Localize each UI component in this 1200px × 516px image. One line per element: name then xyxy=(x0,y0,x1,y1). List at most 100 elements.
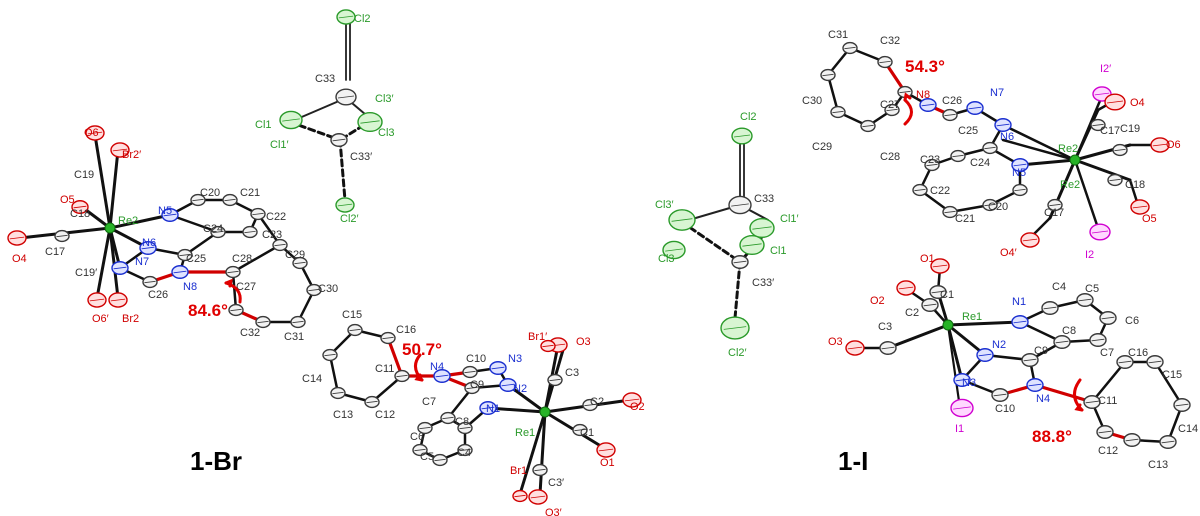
atom-label: C4 xyxy=(1052,281,1066,293)
carbon-atom xyxy=(417,421,433,435)
nitrogen-atom xyxy=(1011,315,1029,329)
oxygen-atom xyxy=(622,392,642,408)
nitrogen-atom xyxy=(161,208,179,222)
atom-label: C33 xyxy=(315,73,335,85)
torsion-angle-label: 84.6° xyxy=(188,301,228,320)
oxygen-atom xyxy=(528,489,548,505)
atom-label: I1 xyxy=(955,423,964,435)
atom-label: O4′ xyxy=(1000,247,1017,259)
carbon-atom xyxy=(582,398,598,412)
atom-label: C14 xyxy=(302,373,322,385)
atom-label: Cl2 xyxy=(354,13,371,25)
carbon-atom xyxy=(292,256,308,270)
carbon-atom xyxy=(912,183,928,197)
atom-label: Cl1′ xyxy=(780,213,799,225)
carbon-atom xyxy=(1096,425,1114,439)
atom-label: C15 xyxy=(1162,369,1182,381)
bromine-atom xyxy=(108,292,128,308)
nitrogen-atom xyxy=(976,348,994,362)
rhenium-atom xyxy=(539,406,551,418)
atom-label: C31 xyxy=(828,29,848,41)
carbon-atom xyxy=(228,303,244,317)
atom-label: O5 xyxy=(1142,213,1157,225)
atom-label: C23 xyxy=(262,229,282,241)
carbon-atom xyxy=(860,119,876,133)
atom-label: C13 xyxy=(333,409,353,421)
carbon-atom xyxy=(728,195,752,215)
carbon-atom xyxy=(1123,433,1141,447)
atom-label: C16 xyxy=(396,324,416,336)
carbon-atom xyxy=(1021,353,1039,367)
atom-label: Br2 xyxy=(122,313,139,325)
oxygen-atom xyxy=(930,258,950,274)
chlorine-atom xyxy=(668,209,696,231)
atom-label: N3 xyxy=(962,377,976,389)
atom-label: C17 xyxy=(45,246,65,258)
atom-label: C24 xyxy=(203,223,223,235)
carbon-atom xyxy=(457,443,473,457)
carbon-atom xyxy=(1076,293,1094,307)
atom-label: N3 xyxy=(508,353,522,365)
atom-label: C1 xyxy=(580,427,594,439)
carbon-atom xyxy=(250,207,266,221)
carbon-atom xyxy=(942,205,958,219)
atom-label: C3 xyxy=(878,321,892,333)
nitrogen-atom xyxy=(953,373,971,387)
atom-label: Re2 xyxy=(118,215,138,227)
atom-label: C22 xyxy=(930,185,950,197)
atom-label: Cl3′ xyxy=(655,199,674,211)
bromine-atom xyxy=(540,339,556,353)
carbon-atom xyxy=(942,108,958,122)
oxygen-atom xyxy=(1020,232,1040,248)
chlorine-atom xyxy=(279,110,303,130)
atom-label: C33′ xyxy=(752,277,774,289)
atom-label: O3 xyxy=(828,336,843,348)
carbon-atom xyxy=(1112,143,1128,157)
carbon-atom xyxy=(1159,435,1177,449)
nitrogen-atom xyxy=(919,98,937,112)
carbon-atom xyxy=(364,395,380,409)
carbon-atom xyxy=(982,141,998,155)
carbon-atom xyxy=(879,341,897,355)
iodine-atom xyxy=(950,398,974,418)
carbon-atom xyxy=(54,229,70,243)
atom-label: C21 xyxy=(240,187,260,199)
atom-label: C19′ xyxy=(75,267,97,279)
atom-label: C15 xyxy=(342,309,362,321)
nitrogen-atom xyxy=(489,361,507,375)
atom-label: C29 xyxy=(812,141,832,153)
chlorine-atom xyxy=(357,111,383,133)
atom-label: O1 xyxy=(600,457,615,469)
atom-label: C32 xyxy=(880,35,900,47)
atom-label: C30 xyxy=(802,95,822,107)
carbon-atom xyxy=(347,323,363,337)
atom-label: Cl3 xyxy=(378,127,395,139)
bromine-atom xyxy=(110,142,130,158)
carbon-atom xyxy=(830,105,846,119)
atom-label: C14 xyxy=(1178,423,1198,435)
atom-label: O3 xyxy=(576,336,591,348)
atom-label: I2 xyxy=(1085,249,1094,261)
carbon-atom xyxy=(982,198,998,212)
nitrogen-atom xyxy=(479,401,497,415)
carbon-atom xyxy=(394,369,410,383)
atom-label: N7 xyxy=(990,87,1004,99)
atom-label: C31 xyxy=(284,331,304,343)
atom-label: Re1 xyxy=(962,311,982,323)
oxygen-atom xyxy=(896,280,916,296)
carbon-atom xyxy=(547,373,563,387)
carbon-atom xyxy=(1146,355,1164,369)
panel-title: 1-I xyxy=(838,446,868,476)
carbon-atom xyxy=(1099,311,1117,325)
atom-label: C13 xyxy=(1148,459,1168,471)
atom-label: C17 xyxy=(1100,125,1120,137)
atom-label: C11 xyxy=(1098,395,1117,407)
atom-label: C27 xyxy=(880,99,900,111)
atom-label: C10 xyxy=(995,403,1015,415)
atom-label: O6 xyxy=(84,127,99,139)
atom-label: C16 xyxy=(1128,347,1148,359)
carbon-atom xyxy=(242,225,258,239)
oxygen-atom xyxy=(87,292,107,308)
torsion-angle-label: 50.7° xyxy=(402,340,442,359)
carbon-atom xyxy=(1089,333,1107,347)
